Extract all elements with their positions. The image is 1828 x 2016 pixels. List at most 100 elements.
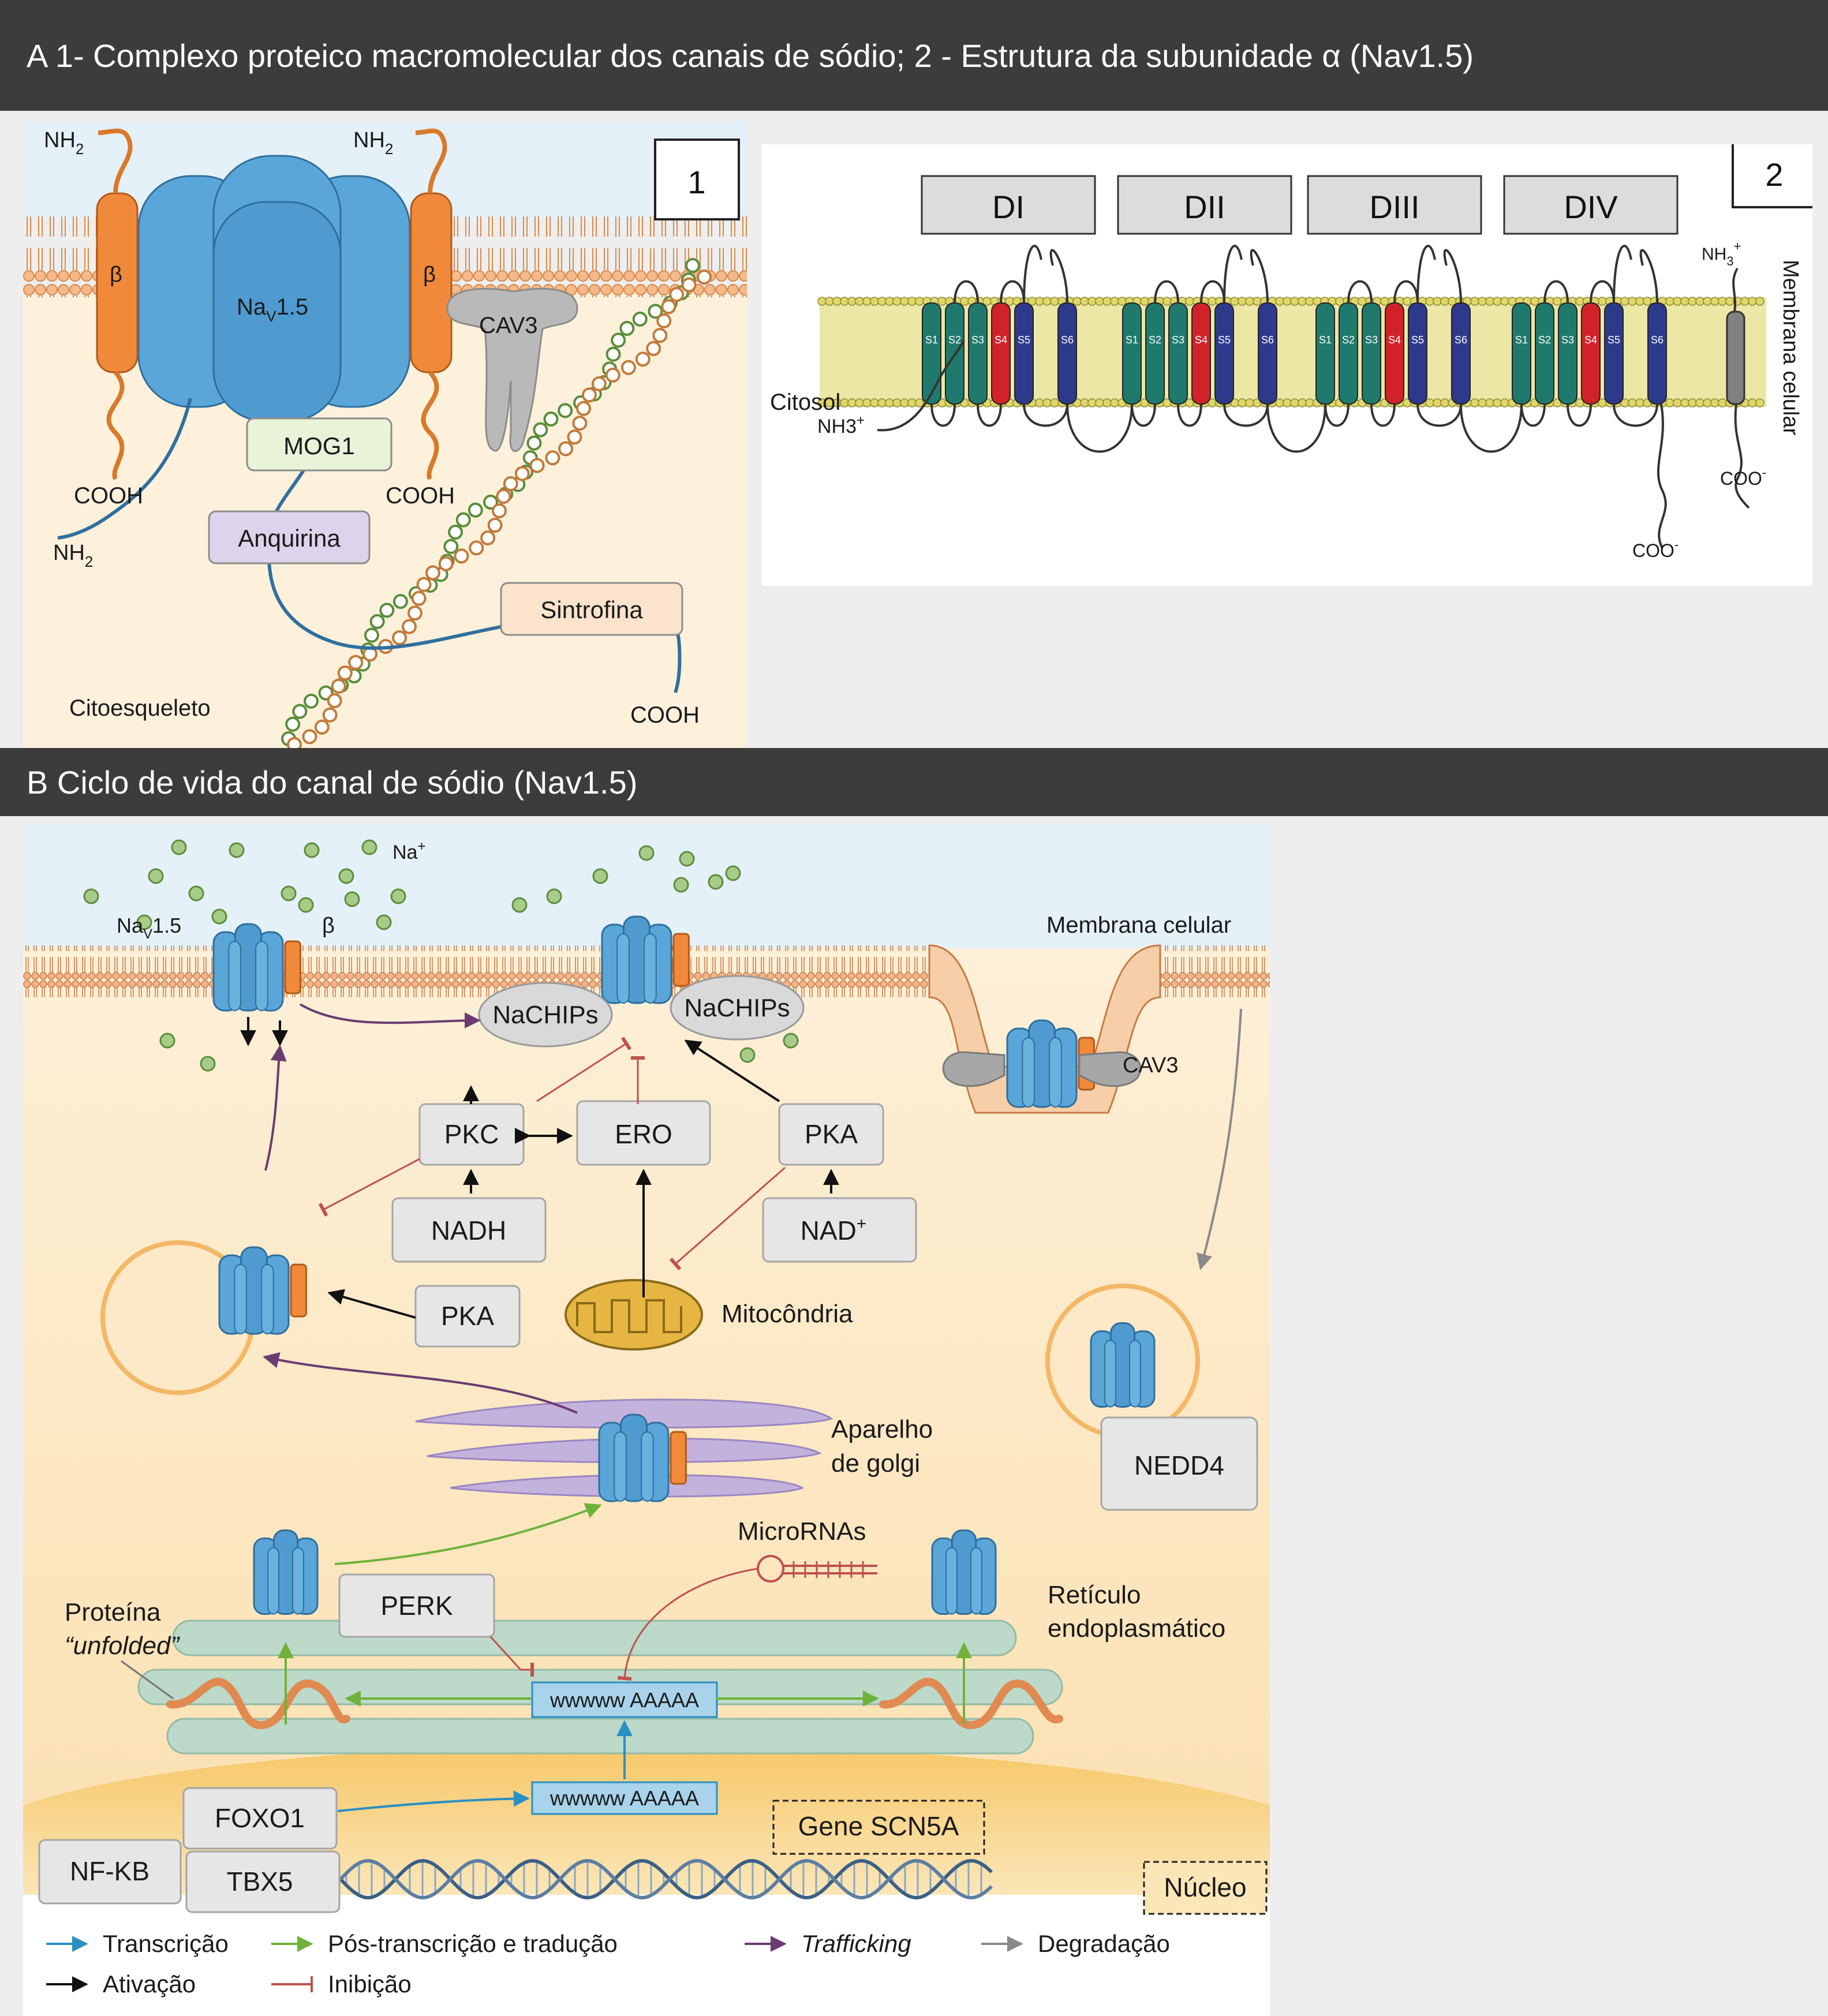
actin-monomer	[635, 351, 651, 367]
segment-label: S6	[1651, 334, 1663, 346]
cav3-label: CAV3	[479, 313, 538, 338]
mrna-nucleus-box	[531, 1781, 718, 1815]
beta-right-cterm	[421, 371, 439, 480]
actin-monomer	[392, 594, 408, 609]
perk-label: PERK	[380, 1591, 453, 1621]
actin-monomer	[656, 313, 672, 328]
panel-1-complex: NaV1.5 β β NH2 NH2 CAV3 MOG1 Anquirina S…	[23, 121, 747, 748]
panel-b-lifecycle: NaCHIPs NaCHIPs PKC ERO PKA NADH NAD+ PK…	[23, 824, 1270, 2016]
segment-label: S6	[1061, 334, 1074, 346]
sodium-ion	[200, 1056, 216, 1072]
legend-item-pós-transcrição-e-tradução: Pós-transcrição e tradução	[271, 1930, 618, 1957]
actin-monomer	[632, 311, 648, 327]
sodium-ion	[304, 842, 320, 858]
cav3-protein	[446, 287, 578, 452]
beta-label-b: β	[322, 914, 335, 938]
cav3-label-b: CAV3	[1123, 1053, 1178, 1078]
panel-2-number: 2	[1765, 156, 1783, 193]
gene-scn5a-label: Gene SCN5A	[798, 1811, 959, 1841]
segment-label: S3	[971, 334, 984, 346]
nedd4-label: NEDD4	[1134, 1450, 1224, 1480]
coo-bottom-label: COO-	[1632, 537, 1679, 561]
nav15-channel	[601, 915, 690, 1004]
nh2-right-label: NH2	[353, 128, 393, 158]
legend-label: Ativação	[103, 1970, 196, 1998]
actin-monomer	[646, 341, 661, 356]
nfkb-box: NF-KB	[38, 1839, 182, 1905]
nav15-label-b: NaV1.5	[117, 914, 181, 942]
ero-box: ERO	[576, 1100, 711, 1166]
actin-monomer	[558, 403, 573, 418]
segment-label: S4	[1584, 334, 1597, 346]
header-a: A 1- Complexo proteico macromolecular do…	[0, 0, 1828, 111]
segment-diii-s6	[1451, 302, 1471, 405]
mrna-cytoplasm-label: wwwww AAAAA	[549, 1688, 699, 1712]
domain-loops	[1324, 245, 1462, 427]
aparelho-label-2: de golgi	[831, 1449, 920, 1478]
actin-monomer	[492, 503, 507, 518]
sodium-ion	[679, 851, 695, 867]
segment-label: S2	[1149, 334, 1161, 346]
actin-monomer	[545, 450, 560, 466]
sodium-ion	[673, 877, 689, 893]
actin-monomer	[331, 678, 346, 694]
actin-monomer	[416, 577, 432, 592]
segment-diii-s2	[1339, 302, 1358, 405]
segment-di-s1	[922, 302, 941, 405]
mog1-label: MOG1	[283, 432, 355, 459]
microrna-hairpin	[757, 1555, 877, 1583]
nachips-left-label: NaCHIPs	[492, 1001, 598, 1029]
actin-monomer	[425, 565, 440, 581]
actin-monomer	[648, 304, 663, 319]
actin-monomer	[558, 441, 574, 457]
sodium-ion	[229, 842, 245, 858]
segment-label: S2	[948, 334, 961, 346]
domain-di-box: DI	[921, 175, 1096, 235]
nucleo-box	[1143, 1861, 1268, 1915]
nav15-channel	[218, 1246, 307, 1335]
mog1-box	[246, 417, 392, 472]
actin-monomer	[611, 332, 626, 348]
actin-monomer	[302, 729, 317, 745]
nad-label: NAD+	[801, 1214, 867, 1245]
panel-1-number: 1	[687, 164, 705, 200]
actin-monomer	[327, 693, 342, 709]
beta-segment-nterm	[1732, 267, 1739, 312]
actin-monomer	[503, 476, 518, 492]
actin-monomer	[455, 512, 471, 528]
sintrofina-label: Sintrofina	[540, 596, 643, 623]
micrornas-label: MicroRNAs	[738, 1517, 866, 1546]
transcription-arrows	[337, 1720, 633, 1812]
sodium-ion	[376, 914, 392, 930]
pkc-box: PKC	[418, 1103, 525, 1166]
membrana-vertical-label: Membrana celular	[1778, 260, 1803, 435]
sodium-ion	[638, 845, 655, 861]
actin-monomer	[314, 719, 330, 735]
actin-monomer	[337, 665, 353, 681]
unfolded-protein-right	[879, 1678, 1063, 1730]
segment-label: S4	[1195, 334, 1208, 346]
actin-monomer	[364, 627, 379, 643]
segment-label: S4	[995, 334, 1007, 346]
actin-monomer	[392, 630, 408, 645]
nfkb-label: NF-KB	[70, 1856, 149, 1886]
actin-monomer	[411, 590, 427, 606]
beta-left-cterm	[106, 371, 125, 480]
segment-diii-s5	[1408, 302, 1427, 405]
segment-dii-s3	[1168, 302, 1188, 405]
pka-left-label: PKA	[441, 1301, 494, 1331]
golgi-apparatus	[415, 1398, 833, 1498]
actin-monomer	[469, 540, 484, 556]
segment-div-s4	[1581, 302, 1601, 405]
actin-monomer	[605, 346, 621, 362]
nadh-box: NADH	[391, 1197, 547, 1263]
actin-monomer	[454, 548, 469, 564]
coo-right-label: COO-	[1720, 465, 1766, 489]
segment-diii-s4	[1385, 302, 1404, 405]
segment-label: S3	[1172, 334, 1184, 346]
sodium-ion	[159, 1033, 175, 1049]
segment-dii-s1	[1122, 302, 1142, 405]
actin-monomer	[443, 538, 459, 554]
domain-loops	[1131, 245, 1269, 427]
